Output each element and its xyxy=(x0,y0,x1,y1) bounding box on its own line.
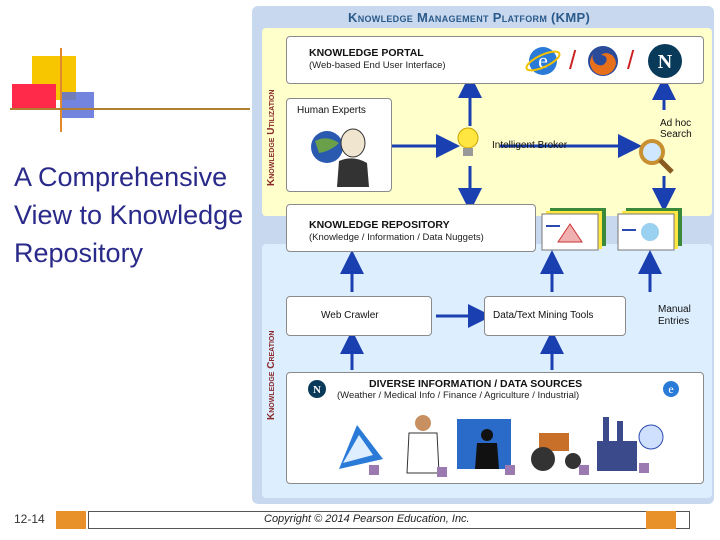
manual-entries-label: Manual Entries xyxy=(658,304,691,327)
svg-text:N: N xyxy=(658,51,673,73)
footer-accent-left xyxy=(56,511,86,529)
decor-blue-square xyxy=(60,92,94,118)
web-crawler-box: Web Crawler xyxy=(286,296,432,336)
decor-red-square xyxy=(12,84,56,108)
flow-arrows xyxy=(340,74,676,370)
mining-tools-box: Data/Text Mining Tools xyxy=(484,296,626,336)
knowledge-portal-box: KNOWLEDGE PORTAL (Web-based End User Int… xyxy=(286,36,704,84)
repository-subtitle: (Knowledge / Information / Data Nuggets) xyxy=(309,232,484,243)
intelligent-broker-label: Intelligent Broker xyxy=(492,140,568,151)
web-crawler-label: Web Crawler xyxy=(321,310,379,321)
magnifier-icon xyxy=(639,139,674,174)
svg-text:N: N xyxy=(313,384,321,396)
lightbulb-icon xyxy=(457,127,479,156)
repository-title: KNOWLEDGE REPOSITORY xyxy=(309,219,450,231)
decor-horizontal-line xyxy=(10,108,250,110)
human-expert-icon xyxy=(311,128,369,187)
data-sources-box: N DIVERSE INFORMATION / DATA SOURCES (We… xyxy=(286,372,704,484)
knowledge-repository-box: KNOWLEDGE REPOSITORY (Knowledge / Inform… xyxy=(286,204,536,252)
footer-accent-right xyxy=(646,511,676,529)
copyright: Copyright © 2014 Pearson Education, Inc. xyxy=(262,513,472,525)
netscape-icon: N xyxy=(308,380,326,398)
sources-title: DIVERSE INFORMATION / DATA SOURCES xyxy=(369,378,583,390)
separator-slash-1: / xyxy=(569,45,577,75)
tractor-icon xyxy=(531,433,589,475)
weather-map-icon xyxy=(339,425,383,475)
nugget-card-icon xyxy=(617,208,682,251)
mining-tools-label: Data/Text Mining Tools xyxy=(493,310,594,321)
firefox-icon xyxy=(588,46,618,76)
page-number: 12-14 xyxy=(14,512,45,526)
portal-subtitle: (Web-based End User Interface) xyxy=(309,60,446,71)
finance-icon xyxy=(457,419,515,475)
decor-vertical-line xyxy=(60,48,62,132)
sources-subtitle: (Weather / Medical Info / Finance / Agri… xyxy=(337,390,580,401)
human-experts-label: Human Experts xyxy=(297,105,366,116)
portal-title: KNOWLEDGE PORTAL xyxy=(309,47,424,59)
factory-icon xyxy=(597,417,664,473)
nugget-cards xyxy=(541,208,682,251)
doctor-icon xyxy=(406,415,447,477)
nugget-card-icon xyxy=(541,208,606,251)
separator-slash-2: / xyxy=(627,45,635,75)
kmp-title: Knowledge Management Platform (KMP) xyxy=(348,10,591,25)
svg-text:e: e xyxy=(668,382,673,396)
adhoc-search-label: Ad hoc Search xyxy=(660,118,692,140)
slide-title: A Comprehensive View to Knowledge Reposi… xyxy=(14,162,244,268)
svg-text:e: e xyxy=(538,48,548,73)
internet-explorer-icon: e xyxy=(525,47,561,75)
netscape-icon: N xyxy=(648,44,682,78)
human-experts-box: Human Experts xyxy=(286,98,392,192)
internet-explorer-icon: e xyxy=(663,381,679,397)
